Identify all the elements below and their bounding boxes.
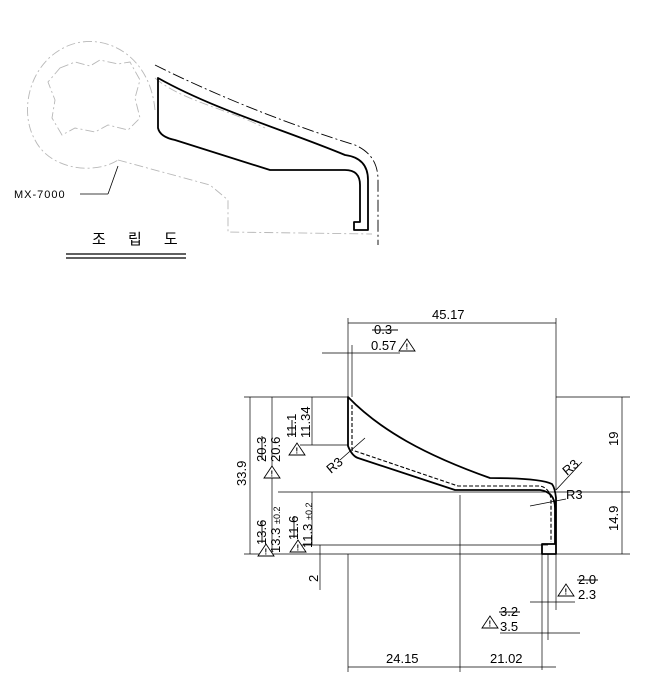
revision-marker-icon: ! bbox=[288, 442, 306, 456]
svg-text:!: ! bbox=[271, 470, 274, 479]
dim-hook-old: 3.2 bbox=[500, 604, 518, 619]
dim-lip-new: 2.3 bbox=[578, 587, 596, 602]
dim-height-mid-old: 11.6 bbox=[286, 516, 301, 540]
part-number-label: MX-7000 bbox=[14, 189, 66, 201]
radius-right-top-label: R3 bbox=[559, 456, 581, 478]
dim-height-total: 33.9 bbox=[234, 461, 249, 486]
dim-bottom-left: 24.15 bbox=[386, 651, 419, 666]
svg-text:!: ! bbox=[297, 544, 300, 553]
wrench-handle-ghost bbox=[117, 159, 373, 235]
dim-base-gap: 2 bbox=[306, 575, 321, 582]
revision-marker-icon: ! bbox=[263, 465, 281, 479]
part-outline-detail bbox=[347, 396, 557, 555]
dim-bottom-right: 21.02 bbox=[490, 651, 523, 666]
dim-right-lower: 14.9 bbox=[606, 506, 621, 531]
wrench-arm-ghost bbox=[154, 77, 266, 129]
svg-text:!: ! bbox=[406, 343, 409, 352]
revision-marker-icon: ! bbox=[257, 543, 275, 557]
dim-height-upper-new: 20.6 bbox=[268, 437, 283, 462]
svg-text:!: ! bbox=[265, 548, 268, 557]
svg-text:!: ! bbox=[296, 447, 299, 456]
part-outline-assembly bbox=[157, 77, 369, 231]
dim-height-mid-new: 11.3 bbox=[300, 524, 315, 548]
dim-height-mid-tol: ±0.2 bbox=[304, 503, 314, 520]
wrench-ring-outline bbox=[27, 41, 156, 169]
dim-top-offset-new: 0.57 bbox=[371, 338, 396, 353]
dim-right-upper: 19 bbox=[606, 432, 621, 446]
svg-text:!: ! bbox=[565, 588, 568, 597]
assembly-view: MX-7000 조 립 도 bbox=[14, 41, 379, 259]
dim-height-lower-old: 13.6 bbox=[254, 520, 269, 545]
revision-marker-icon: ! bbox=[289, 539, 307, 553]
dim-hook-new: 3.5 bbox=[500, 619, 518, 634]
dim-height-top-new: 11.34 bbox=[298, 406, 313, 438]
svg-text:!: ! bbox=[489, 620, 492, 629]
assembly-title: 조 립 도 bbox=[92, 231, 187, 248]
radius-right-mid-label: R3 bbox=[566, 487, 583, 502]
wrench-socket-outline bbox=[47, 59, 141, 136]
dim-top-offset-old: 0.3 bbox=[374, 322, 392, 337]
dim-height-lower-new: 13.3 bbox=[268, 528, 283, 553]
dim-overall-width: 45.17 bbox=[432, 307, 465, 322]
revision-marker-icon: ! bbox=[481, 615, 499, 629]
dim-height-lower-tol: ±0.2 bbox=[272, 507, 282, 524]
dim-lip-old: 2.0 bbox=[578, 572, 596, 587]
outer-profile-line bbox=[154, 64, 379, 245]
dim-height-upper-old: 20.3 bbox=[254, 437, 269, 462]
revision-marker-icon: ! bbox=[398, 338, 416, 352]
dim-height-top-old: 11.1 bbox=[284, 414, 299, 438]
detail-view: 45.17 0.3 0.57 ! 33.9 20.3 20.6 ! 11.1 1… bbox=[234, 307, 630, 672]
revision-marker-icon: ! bbox=[557, 583, 575, 597]
